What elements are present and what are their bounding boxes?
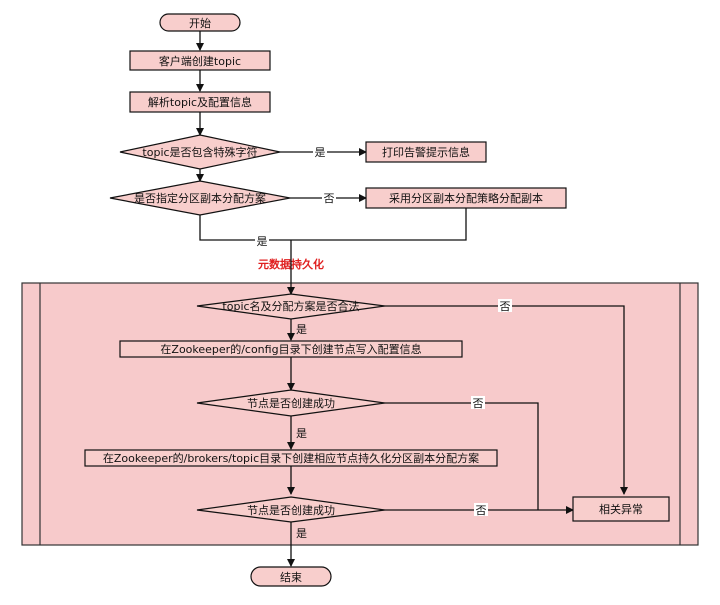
edge-assign-yes: [199, 215, 291, 241]
svg-text:节点是否创建成功: 节点是否创建成功: [247, 503, 335, 517]
node-exception: 相关异常: [572, 496, 670, 522]
label-assign-yes: 是: [257, 235, 268, 248]
label-valid-no: 否: [500, 300, 511, 313]
label-ok1-yes: 是: [296, 427, 307, 440]
edge-strategy-merge: [291, 208, 467, 241]
edge-ok1-no: [385, 402, 539, 510]
label-ok1-no: 否: [473, 397, 484, 410]
edge-labels: 是 否 是 否 是 否 是 否 是: [255, 145, 512, 540]
svg-text:打印告警提示信息: 打印告警提示信息: [382, 145, 470, 159]
node-write-config: 在Zookeeper的/config目录下创建节点写入配置信息: [119, 340, 463, 358]
label-special-yes: 是: [315, 146, 326, 159]
node-use-strategy: 采用分区副本分配策略分配副本: [365, 187, 567, 209]
persistence-section: [21, 282, 699, 546]
decision-assign-specified: 是否指定分区副本分配方案: [109, 180, 291, 216]
node-parse: 解析topic及配置信息: [129, 91, 271, 113]
svg-text:相关异常: 相关异常: [599, 502, 643, 516]
svg-text:客户端创建topic: 客户端创建topic: [159, 54, 241, 68]
label-ok2-no: 否: [476, 504, 487, 517]
svg-text:解析topic及配置信息: 解析topic及配置信息: [148, 95, 252, 109]
svg-text:在Zookeeper的/config目录下创建节点写入配置信: 在Zookeeper的/config目录下创建节点写入配置信息: [160, 342, 421, 356]
svg-text:开始: 开始: [189, 16, 211, 30]
node-end: 结束: [250, 566, 332, 587]
svg-text:在Zookeeper的/brokers/topic目录下创建: 在Zookeeper的/brokers/topic目录下创建相应节点持久化分区副…: [103, 451, 479, 465]
node-start: 开始: [159, 13, 241, 32]
label-ok2-yes: 是: [296, 527, 307, 540]
decision-topic-valid: topic名及分配方案是否合法: [196, 293, 386, 320]
node-write-brokers: 在Zookeeper的/brokers/topic目录下创建相应节点持久化分区副…: [84, 449, 498, 467]
svg-text:topic名及分配方案是否合法: topic名及分配方案是否合法: [222, 299, 359, 313]
decision-node-ok-2: 节点是否创建成功: [196, 496, 386, 523]
label-valid-yes: 是: [296, 323, 307, 336]
node-print-warning: 打印告警提示信息: [365, 141, 487, 163]
svg-text:结束: 结束: [280, 571, 302, 584]
label-assign-no: 否: [324, 192, 335, 205]
svg-text:节点是否创建成功: 节点是否创建成功: [247, 396, 335, 410]
decision-special-chars: topic是否包含特殊字符: [119, 134, 281, 170]
edge-valid-no: [385, 305, 628, 495]
decision-node-ok-1: 节点是否创建成功: [196, 389, 386, 417]
svg-text:topic是否包含特殊字符: topic是否包含特殊字符: [142, 145, 257, 159]
svg-text:采用分区副本分配策略分配副本: 采用分区副本分配策略分配副本: [389, 191, 543, 205]
node-create-topic: 客户端创建topic: [129, 50, 271, 71]
svg-text:是否指定分区副本分配方案: 是否指定分区副本分配方案: [134, 191, 266, 205]
